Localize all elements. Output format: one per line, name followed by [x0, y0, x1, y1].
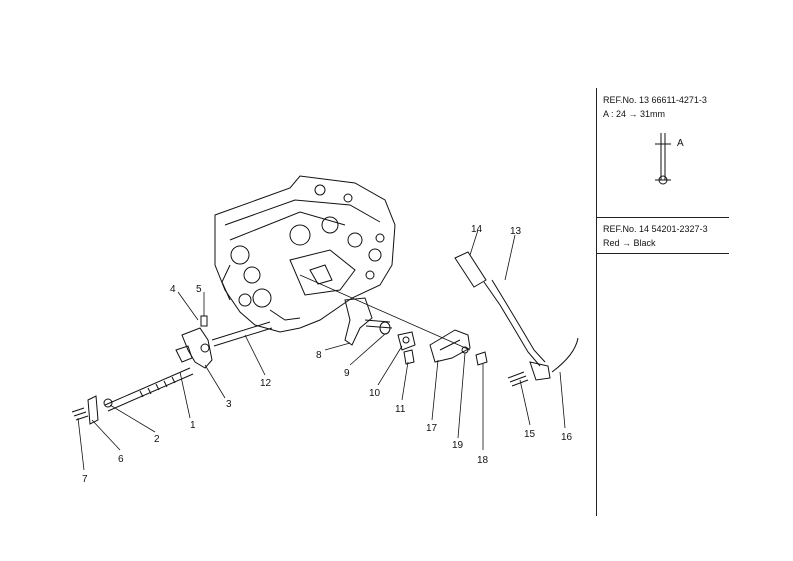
callout-1: 1	[190, 420, 196, 431]
ref14-note: Red → Black	[603, 238, 656, 248]
ref-panel-divider	[596, 88, 597, 516]
ref13-dimension-sketch	[655, 133, 671, 185]
callout-19: 19	[452, 440, 464, 451]
callout-10: 10	[369, 388, 381, 399]
shift-rod	[104, 367, 194, 412]
gear-shift-lever	[454, 251, 551, 381]
callout-8: 8	[316, 350, 322, 361]
lever-cable	[551, 337, 579, 373]
callout-4: 4	[170, 284, 176, 295]
callout-5: 5	[196, 284, 202, 295]
washer-and-bolts	[379, 321, 416, 365]
spring-pin	[200, 315, 208, 327]
callout-6: 6	[118, 454, 124, 465]
callout-3: 3	[226, 399, 232, 410]
guide-rod	[211, 321, 273, 347]
ref13-note: A : 24 → 31mm	[603, 109, 666, 119]
callout-9: 9	[344, 368, 350, 379]
callout-13: 13	[510, 226, 522, 237]
ref14-part-number: REF.No. 14 54201-2327-3	[603, 224, 708, 234]
callout-17: 17	[426, 423, 438, 434]
lever-bolt	[507, 371, 529, 387]
ref-panel-rule-bottom	[596, 253, 729, 254]
callout-15: 15	[524, 429, 536, 440]
callout-7: 7	[82, 474, 88, 485]
callout-14: 14	[471, 224, 483, 235]
shift-fork	[175, 327, 213, 369]
ref13-dimension-label: A	[677, 138, 684, 149]
mounting-bolts	[461, 346, 488, 366]
callout-2: 2	[154, 434, 160, 445]
callout-18: 18	[477, 455, 489, 466]
callout-16: 16	[561, 432, 573, 443]
callout-12: 12	[260, 378, 272, 389]
rubber-boot	[429, 329, 471, 363]
ref13-part-number: REF.No. 13 66611-4271-3	[603, 95, 707, 105]
ref-panel-rule-top	[596, 217, 729, 218]
engine-block	[214, 175, 396, 333]
callout-11: 11	[395, 404, 406, 415]
